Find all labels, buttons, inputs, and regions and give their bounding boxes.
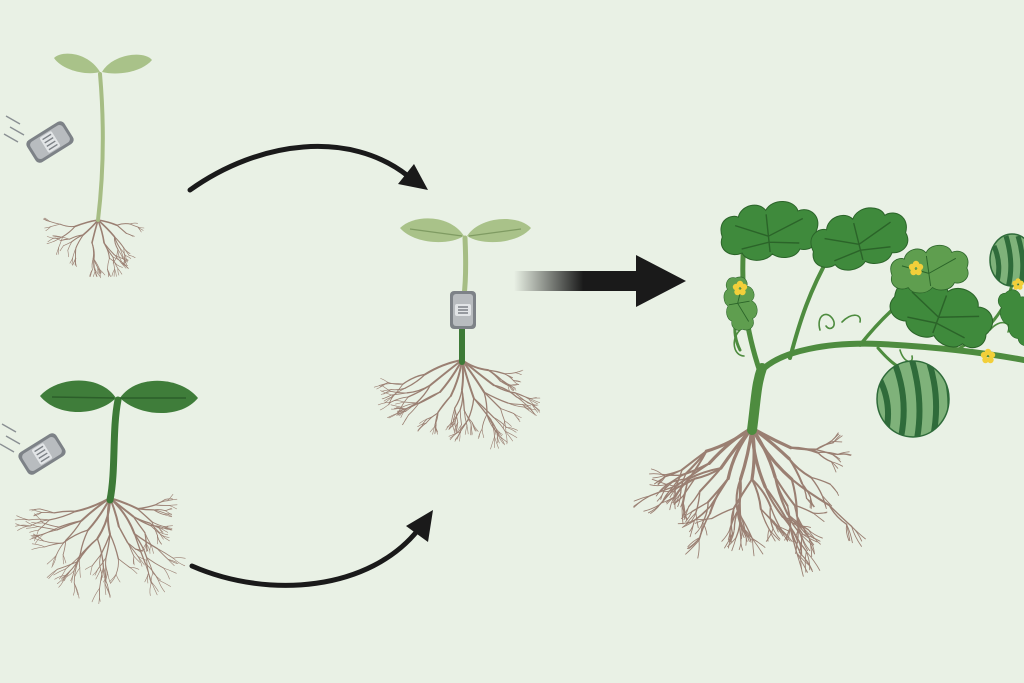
flower-icon — [1012, 278, 1024, 290]
flower-icon — [732, 280, 748, 296]
grafted-seedling — [373, 218, 541, 450]
scion-leaf-left — [54, 53, 100, 74]
motion-lines-icon — [0, 423, 21, 453]
rootstock-stem — [106, 396, 122, 504]
vine-leaf — [997, 289, 1024, 347]
vine-leaf — [720, 200, 819, 261]
scion-roots — [43, 217, 145, 279]
scion-stem — [96, 72, 105, 222]
grafting-clip-icon — [26, 121, 74, 163]
rootstock-seedling — [0, 380, 198, 604]
scion-seedling — [3, 53, 152, 279]
grafting-clip-icon — [450, 291, 476, 329]
grafting-clip-icon — [18, 433, 66, 475]
vine-leaf — [810, 207, 909, 271]
grafted-leaf-right — [467, 218, 531, 243]
scion-leaf-right — [102, 54, 152, 74]
flower-icon — [980, 348, 996, 364]
arrow-graft-to-mature — [514, 255, 686, 307]
grafted-upper-stem — [461, 235, 469, 299]
motion-lines-icon — [3, 115, 25, 143]
rootstock-leaf-left — [40, 380, 116, 412]
rootstock-leaf-right — [120, 380, 198, 414]
arrow-rootstock-to-graft — [189, 510, 433, 588]
arrow-scion-to-graft — [187, 143, 428, 193]
flower-icon — [908, 260, 924, 276]
grafted-leaf-left — [400, 218, 464, 243]
vine-leaf — [723, 276, 758, 331]
mature-roots — [633, 426, 866, 577]
